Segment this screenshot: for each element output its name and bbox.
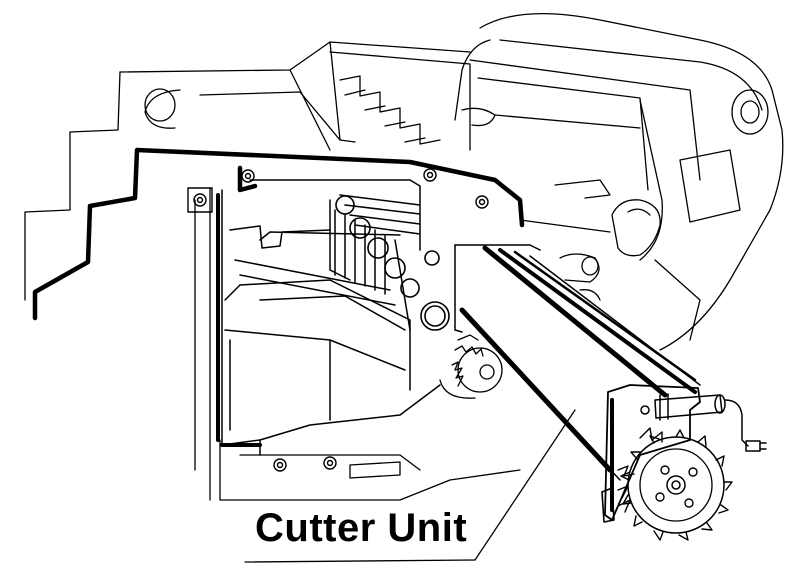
feed-rollers [335,195,450,331]
inner-compartment [216,179,441,456]
drive-gear-small [439,334,503,399]
cutter-unit-assembly [454,244,767,541]
mounting-screws [187,168,489,472]
callout-leader [244,409,576,563]
machine-housing-outline [24,12,784,501]
cutter-unit-label: Cutter Unit [255,506,468,550]
main-frame-outline [32,147,525,321]
